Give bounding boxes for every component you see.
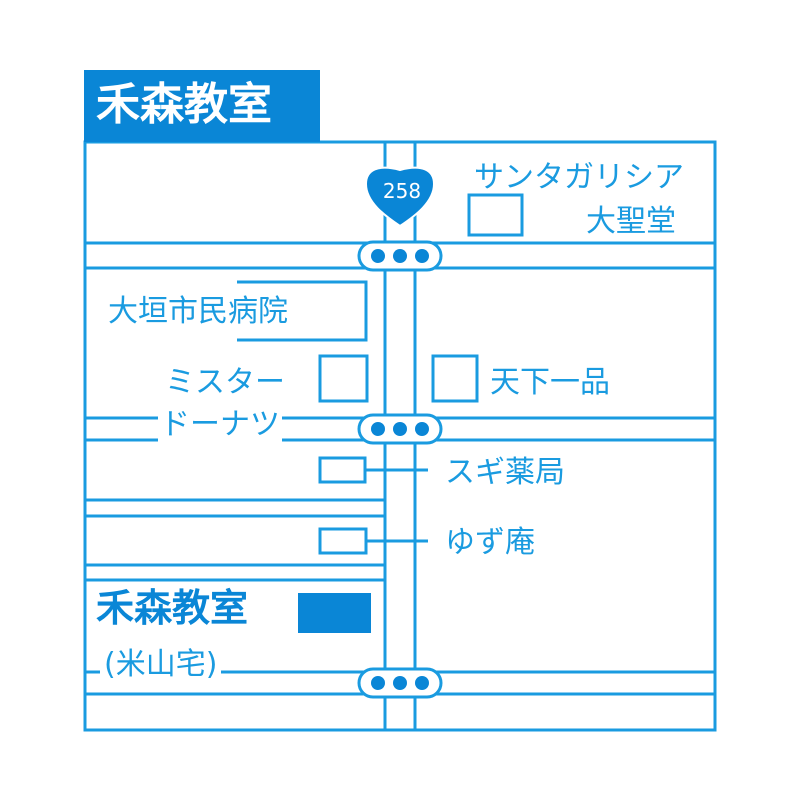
traffic-signal-icon: [357, 413, 443, 445]
church-label-line1: サンタガリシア: [474, 160, 684, 195]
pharmacy-marker: [318, 456, 367, 484]
title-tab: [84, 70, 320, 142]
destination-label: 禾森教室: [96, 586, 249, 630]
traffic-signal-icon: [357, 667, 443, 699]
church-marker: [467, 193, 524, 237]
donut-shop-marker: [318, 354, 369, 403]
eatery-marker: [318, 527, 368, 555]
destination-marker: [298, 593, 371, 633]
donut-shop-label-line1: ミスター: [165, 365, 285, 400]
hospital-label: 大垣市民病院: [108, 294, 288, 329]
hospital-marker: [237, 280, 368, 342]
church-label-line2: 大聖堂: [586, 204, 676, 239]
donut-shop-label-line2: ドーナツ: [158, 407, 282, 443]
restaurant-marker: [431, 354, 479, 403]
route-shield-icon: [364, 166, 436, 228]
map-title: 禾森教室: [96, 79, 272, 130]
destination-sub-label: (米山宅): [100, 647, 222, 683]
pharmacy-label: スギ薬局: [445, 455, 565, 490]
eatery-label: ゆず庵: [445, 525, 535, 560]
traffic-signal-icon: [357, 240, 443, 272]
map-frame: [83, 140, 717, 732]
restaurant-label: 天下一品: [490, 365, 610, 400]
route-number: 258: [382, 179, 422, 203]
